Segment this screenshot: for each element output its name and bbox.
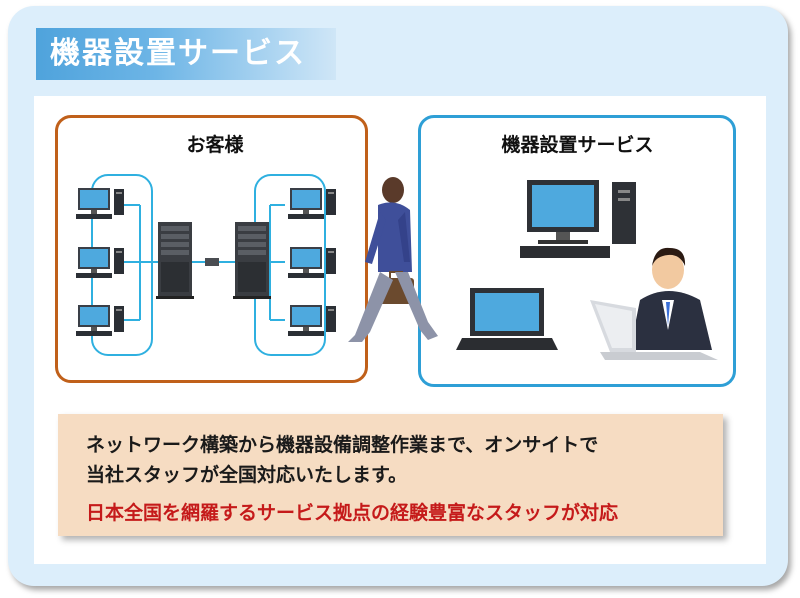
staff-member-icon [590, 247, 718, 360]
info-line-1: ネットワーク構築から機器設備調整作業まで、オンサイトで [86, 434, 599, 456]
desktop-computer-icon [520, 180, 636, 258]
switch-icon [205, 258, 219, 266]
client-pc-icon [288, 305, 336, 336]
info-line-2: 当社スタッフが全国対応いたします。 [86, 464, 408, 486]
client-pc-icon [76, 247, 124, 278]
client-pc-icon [76, 305, 124, 336]
client-pc-icon [288, 247, 336, 278]
server-icon [233, 222, 271, 299]
customer-label: お客様 [186, 134, 244, 156]
server-icon [156, 222, 194, 299]
title-bar [36, 28, 336, 80]
page-title: 機器設置サービス [50, 36, 306, 71]
info-box: ネットワーク構築から機器設備調整作業まで、オンサイトで 当社スタッフが全国対応い… [58, 414, 723, 536]
client-pc-icon [288, 188, 336, 219]
laptop-icon [456, 288, 558, 350]
client-pc-icon [76, 188, 124, 219]
walking-businessman-icon [348, 177, 438, 342]
service-label: 機器設置サービス [501, 134, 654, 156]
info-emphasis-line: 日本全国を網羅するサービス拠点の経験豊富なスタッフが対応 [86, 502, 619, 524]
